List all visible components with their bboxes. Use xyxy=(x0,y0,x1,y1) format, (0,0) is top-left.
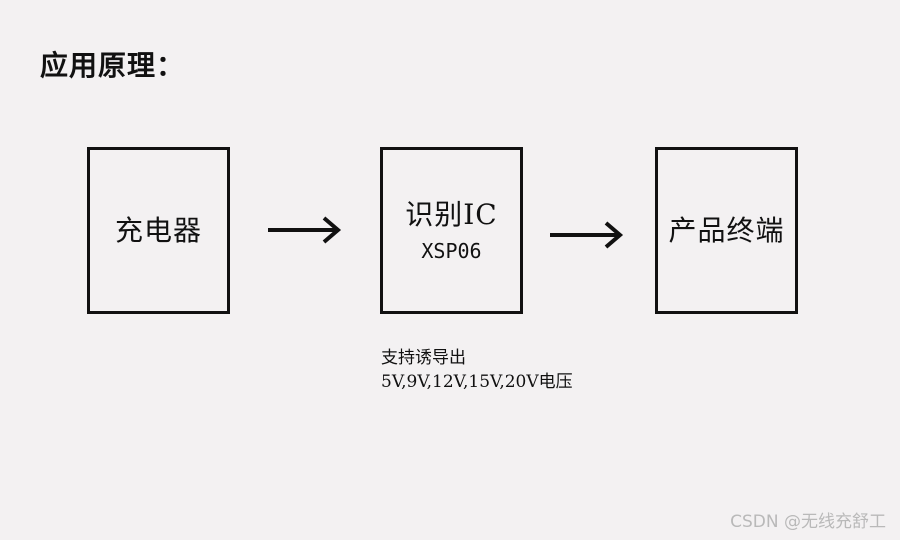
watermark: CSDN @无线充舒工 xyxy=(730,512,886,532)
voltage-note-line2: 5V,9V,12V,15V,20V电压 xyxy=(381,372,573,392)
ic-model-label: XSP06 xyxy=(421,239,482,264)
product-box: 产品终端 xyxy=(655,147,798,314)
arrow-right-icon xyxy=(268,216,342,244)
ic-box: 识别IC XSP06 xyxy=(380,147,523,314)
ic-label: 识别IC xyxy=(405,197,498,231)
charger-label: 充电器 xyxy=(114,213,202,247)
voltage-note-line1: 支持诱导出 xyxy=(381,348,466,368)
arrow-right-icon xyxy=(550,221,624,249)
voltage-note: 支持诱导出 5V,9V,12V,15V,20V电压 xyxy=(381,346,573,394)
page-title: 应用原理： xyxy=(40,49,186,82)
charger-box: 充电器 xyxy=(87,147,230,314)
product-label: 产品终端 xyxy=(668,213,785,247)
